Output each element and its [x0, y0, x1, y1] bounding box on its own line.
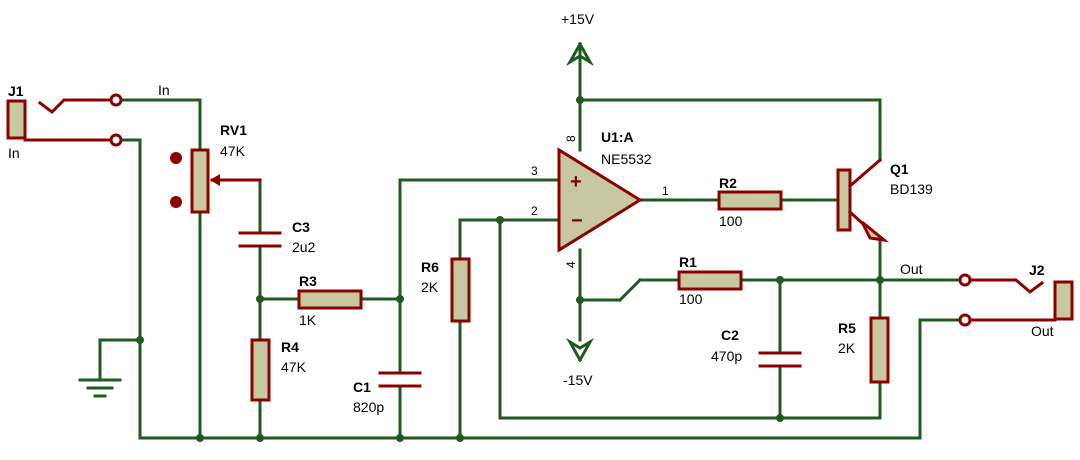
junction-dot	[576, 96, 584, 104]
q1-value: BD139	[890, 181, 933, 197]
opamp-pin-1: 1	[662, 184, 669, 198]
opamp-minus-sign: −	[571, 210, 583, 232]
resistor-r3: R3 1K	[297, 273, 363, 328]
connector-j1: J1 In	[6, 83, 123, 161]
junctions	[136, 96, 884, 442]
junction-dot	[776, 414, 784, 422]
r4-ref: R4	[281, 339, 299, 355]
r2-value: 100	[719, 213, 743, 229]
opamp-pin-2: 2	[531, 204, 538, 218]
net-label-out: Out	[900, 261, 923, 277]
pot-mount-dot	[170, 152, 182, 164]
resistor-r5: R5 2K	[838, 316, 890, 384]
junction-dot	[196, 434, 204, 442]
c2-ref: C2	[721, 327, 739, 343]
j2-label: Out	[1031, 323, 1054, 339]
r1-ref: R1	[679, 254, 697, 270]
net-label-in: In	[158, 82, 170, 98]
junction-dot	[576, 296, 584, 304]
rv1-ref: RV1	[220, 122, 247, 138]
opamp-pin-8: 8	[564, 135, 578, 142]
r1-value: 100	[679, 291, 703, 307]
j2-ref: J2	[1029, 262, 1045, 278]
resistor-r2: R2 100	[717, 175, 783, 229]
junction-dot	[456, 434, 464, 442]
junction-dot	[776, 276, 784, 284]
r4-value: 47K	[281, 359, 307, 375]
rv1-value: 47K	[220, 143, 246, 159]
resistor-r6: R6 2K	[421, 257, 471, 323]
connector-j2: J2 Out	[958, 262, 1074, 339]
ground-symbol	[78, 378, 122, 398]
transistor-q1: Q1 BD139	[836, 157, 933, 243]
supply-negative: -15V	[563, 337, 595, 388]
r3-value: 1K	[299, 312, 317, 328]
j1-ref: J1	[8, 83, 24, 99]
r6-ref: R6	[421, 259, 439, 275]
terminal-pin	[109, 93, 123, 107]
r3-ref: R3	[299, 273, 317, 289]
c2-value: 470p	[711, 348, 742, 364]
r6-value: 2K	[421, 279, 439, 295]
supply-positive-label: +15V	[561, 11, 595, 27]
capacitor-c1: C1 820p	[353, 371, 422, 415]
potentiometer-rv1: RV1 47K	[170, 122, 262, 214]
c1-ref: C1	[353, 379, 371, 395]
opamp-pin-3: 3	[531, 164, 538, 178]
c3-value: 2u2	[292, 239, 316, 255]
resistor-r4: R4 47K	[250, 338, 307, 402]
junction-dot	[396, 434, 404, 442]
terminal-pin	[109, 133, 123, 147]
r5-value: 2K	[838, 340, 856, 356]
pot-mount-dot	[170, 196, 182, 208]
r5-ref: R5	[838, 320, 856, 336]
opamp-pin-4: 4	[564, 261, 578, 268]
supply-negative-label: -15V	[563, 372, 593, 388]
junction-dot	[136, 336, 144, 344]
junction-dot	[876, 276, 884, 284]
c1-value: 820p	[353, 399, 384, 415]
opamp-u1a: + − 3 2 1 8 4 U1:A NE5532	[531, 129, 669, 268]
wires	[98, 84, 962, 440]
r2-ref: R2	[719, 175, 737, 191]
junction-dot	[256, 434, 264, 442]
j1-label: In	[8, 145, 20, 161]
opamp-part: NE5532	[601, 151, 652, 167]
capacitor-c3: C3 2u2	[238, 219, 316, 255]
junction-dot	[256, 295, 264, 303]
opamp-plus-sign: +	[570, 171, 582, 193]
c3-ref: C3	[292, 219, 310, 235]
junction-dot	[496, 216, 504, 224]
opamp-ref: U1:A	[601, 129, 634, 145]
supply-positive: +15V	[561, 11, 595, 88]
resistor-r1: R1 100	[677, 254, 743, 307]
capacitor-c2: C2 470p	[711, 327, 802, 368]
q1-ref: Q1	[890, 161, 909, 177]
junction-dot	[396, 295, 404, 303]
